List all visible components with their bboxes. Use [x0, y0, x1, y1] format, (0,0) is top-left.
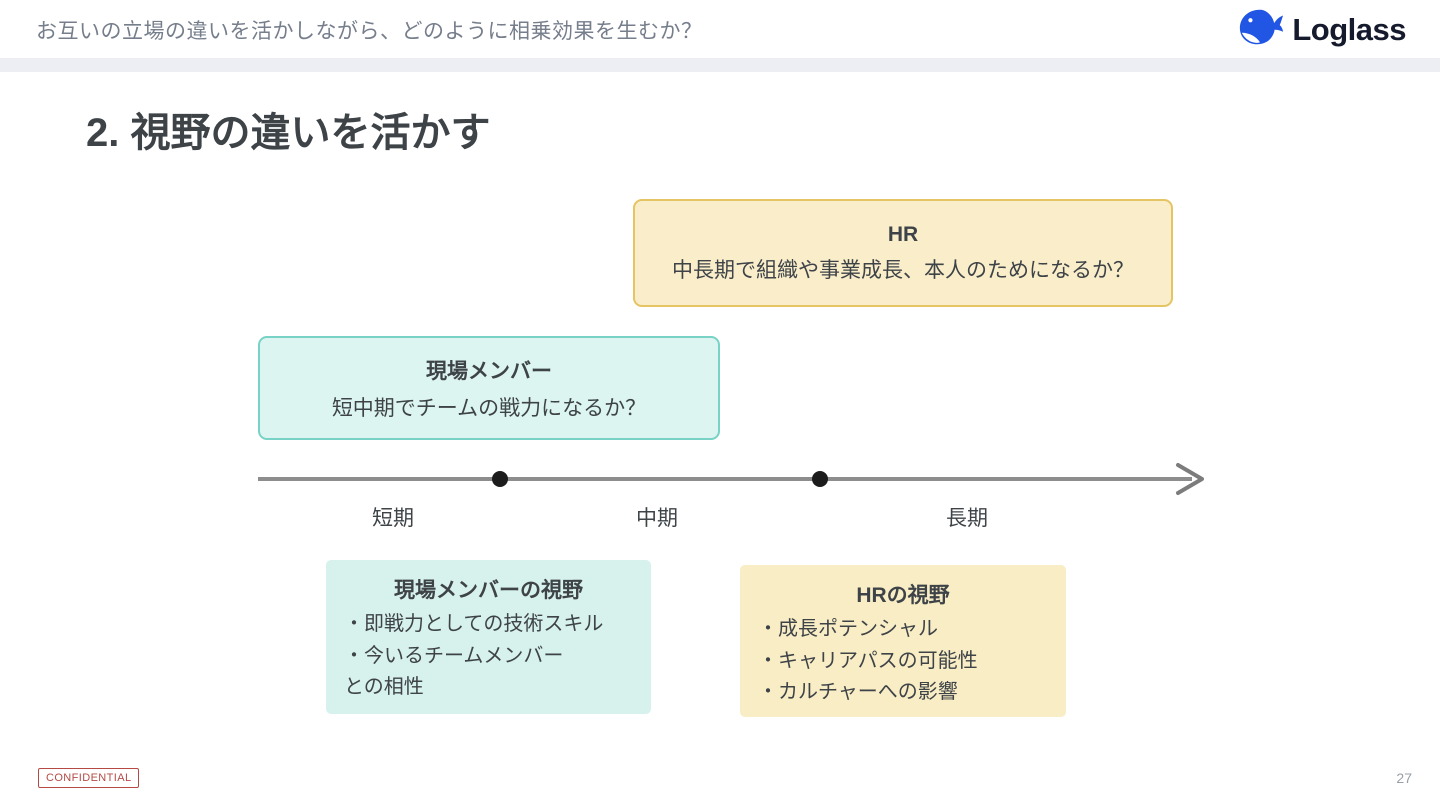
member-view-item: ・即戦力としての技術スキル: [344, 613, 604, 635]
logo-wordmark: Loglass: [1292, 11, 1406, 47]
member-box-body: 短中期でチームの戦力になるか？: [331, 396, 647, 420]
member-box-title: 現場メンバー: [426, 359, 552, 383]
member-view-item: との相性: [344, 676, 424, 699]
timeline-dot-short-mid: [492, 471, 508, 487]
hr-box-body: 中長期で組織や事業成長、本人のためになるか？: [672, 258, 1134, 282]
member-perspective-box: 現場メンバー 短中期でチームの戦力になるか？: [258, 336, 720, 440]
timeline-dot-mid-long: [812, 471, 828, 487]
timeline-label-mid-term: 中期: [636, 507, 678, 530]
hr-view-box: HRの視野 ・成長ポテンシャル ・キャリアパスの可能性 ・カルチャーへの影響: [740, 565, 1066, 717]
hr-view-item: ・キャリアパスの可能性: [758, 649, 978, 672]
page-title: 2. 視野の違いを活かす: [86, 111, 491, 155]
hr-view-item: ・カルチャーへの影響: [758, 681, 958, 704]
member-view-box: 現場メンバーの視野 ・即戦力としての技術スキル ・今いるチームメンバー との相性: [326, 560, 651, 714]
header-divider: [0, 58, 1440, 72]
confidential-badge: CONFIDENTIAL: [38, 768, 140, 788]
loglass-logo: Loglass: [1237, 6, 1406, 53]
member-view-title: 現場メンバーの視野: [394, 579, 583, 602]
timeline-label-long-term: 長期: [946, 507, 988, 530]
timeline-label-short-term: 短期: [372, 507, 414, 530]
hr-view-item: ・成長ポテンシャル: [758, 618, 938, 640]
hr-view-title: HRの視野: [856, 584, 950, 607]
arrowhead-icon: [1176, 463, 1204, 495]
whale-icon: [1237, 6, 1285, 53]
hr-perspective-box: HR 中長期で組織や事業成長、本人のためになるか？: [633, 199, 1173, 307]
member-view-item: ・今いるチームメンバー: [344, 644, 564, 667]
slide-header-question: お互いの立場の違いを活かしながら、どのように相乗効果を生むか？: [36, 20, 703, 43]
hr-box-title: HR: [887, 222, 919, 246]
page-number: 27: [1396, 770, 1412, 786]
timeline-arrow: [258, 463, 1204, 495]
